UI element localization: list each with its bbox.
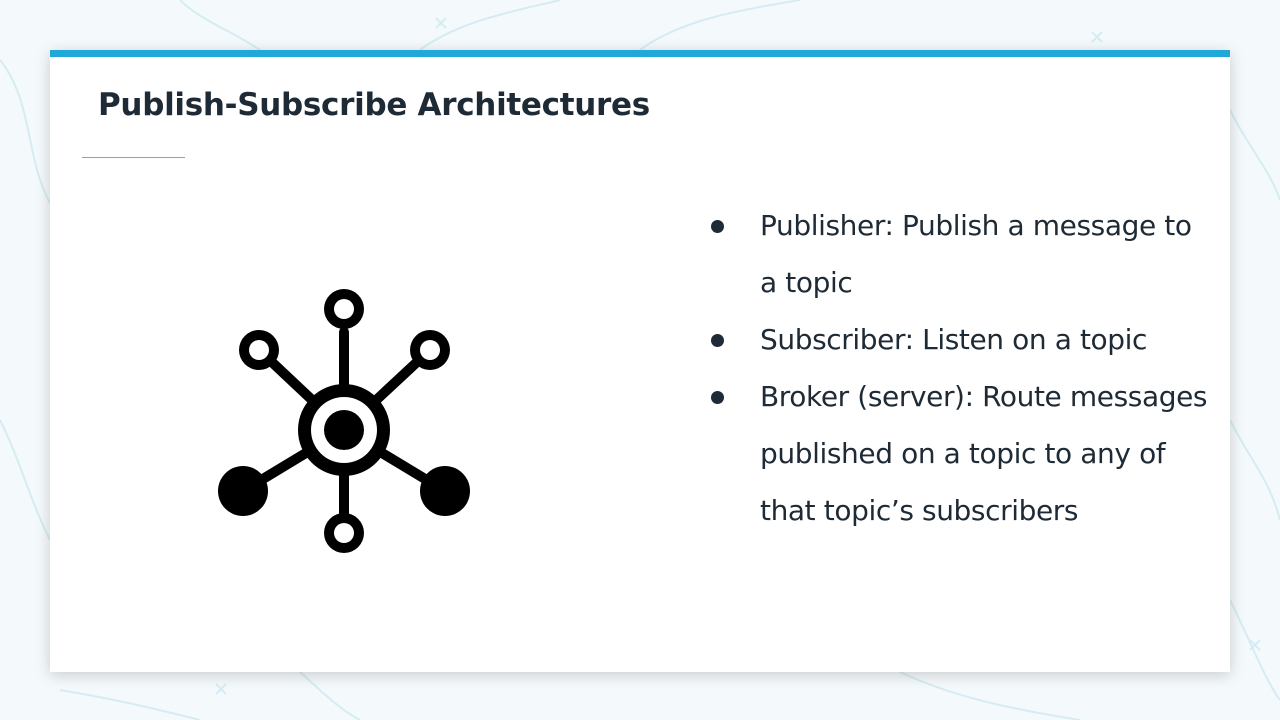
slide-card: Publish-Subscribe Architectures — [50, 50, 1230, 672]
bullet-text: Broker (server): Route messages publishe… — [760, 380, 1208, 527]
title-underline — [82, 157, 185, 158]
hub-network-icon — [218, 289, 470, 553]
bullet-dot-icon — [711, 220, 724, 233]
bullet-item-subscriber: Subscriber: Listen on a topic — [710, 311, 1210, 368]
bullet-item-publisher: Publisher: Publish a message to a topic — [710, 197, 1210, 311]
bullet-item-broker: Broker (server): Route messages publishe… — [710, 368, 1210, 539]
bullet-dot-icon — [711, 391, 724, 404]
bullet-text: Subscriber: Listen on a topic — [760, 323, 1148, 356]
bullet-text: Publisher: Publish a message to a topic — [760, 209, 1192, 299]
bullet-dot-icon — [711, 334, 724, 347]
bullet-list: Publisher: Publish a message to a topic … — [710, 197, 1210, 539]
slide-title: Publish-Subscribe Architectures — [98, 87, 650, 123]
